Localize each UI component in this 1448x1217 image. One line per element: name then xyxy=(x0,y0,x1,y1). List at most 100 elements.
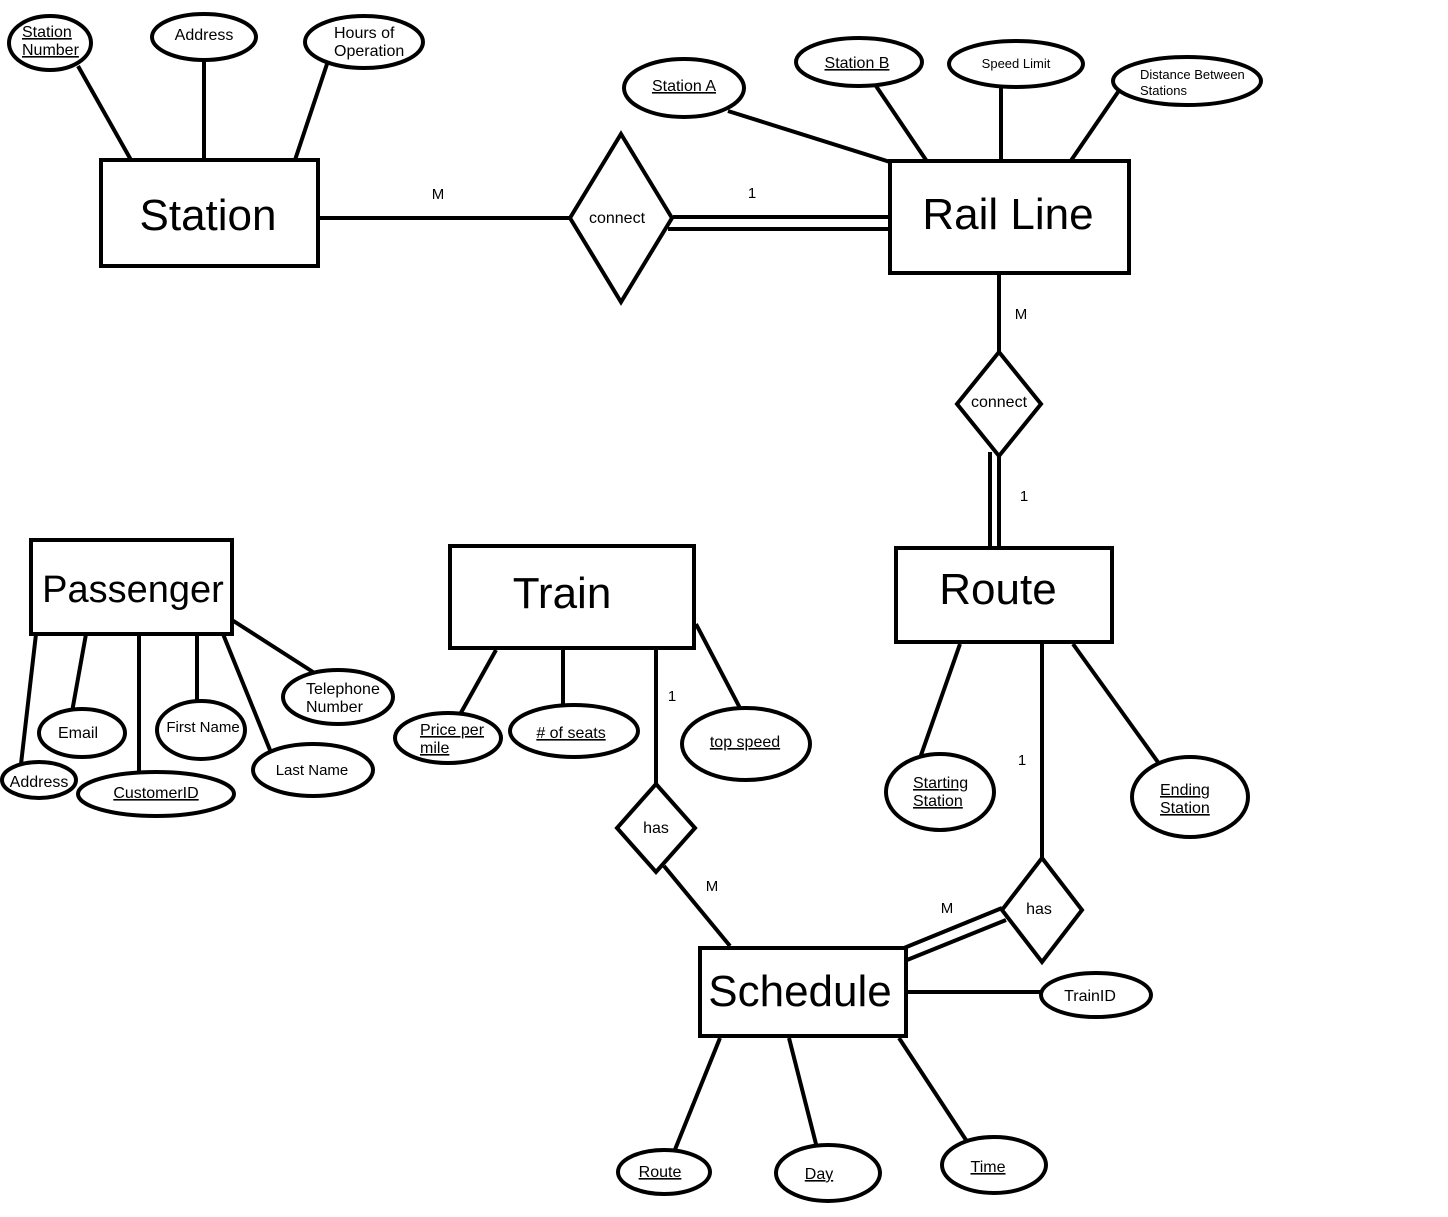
relationship-railline-route[interactable]: connect xyxy=(954,348,1044,460)
attr-last-name[interactable]: Last Name xyxy=(251,742,375,798)
attribute-label-line1: Telephone xyxy=(306,681,380,698)
attribute-oval xyxy=(947,39,1085,89)
attribute-label-line1: Distance Between xyxy=(1140,67,1245,82)
attribute-oval xyxy=(303,14,425,70)
entity-box xyxy=(29,538,234,636)
attribute-label: Last Name xyxy=(276,762,349,779)
attribute-label-line2: Number xyxy=(22,42,80,59)
relationship-label: has xyxy=(1026,901,1052,918)
attribute-label-line2: mile xyxy=(420,740,449,757)
entity-station[interactable]: Station xyxy=(99,158,320,268)
entity-box xyxy=(698,946,908,1038)
entity-passenger[interactable]: Passenger xyxy=(29,538,234,636)
attribute-label-line2: Operation xyxy=(334,43,404,60)
attribute-oval xyxy=(76,770,236,818)
attribute-oval xyxy=(1111,55,1263,107)
relationship-train-schedule[interactable]: has xyxy=(614,780,698,876)
attribute-label: CustomerID xyxy=(113,785,198,802)
attribute-oval xyxy=(0,760,78,800)
entity-box xyxy=(888,159,1131,275)
relationship-label: connect xyxy=(971,394,1028,411)
entity-label: Rail Line xyxy=(922,190,1093,239)
attr-schedule-time[interactable]: Time xyxy=(940,1135,1048,1195)
relationship-diamond xyxy=(954,348,1044,460)
attribute-label: TrainID xyxy=(1064,988,1116,1005)
attribute-oval xyxy=(616,1148,712,1196)
attr-top-speed[interactable]: top speed xyxy=(680,706,812,782)
cardinality-railline-connect: 1 xyxy=(748,185,756,202)
attribute-label: Station A xyxy=(652,78,716,95)
cardinality-schedule-has-train: M xyxy=(706,878,719,895)
attr-station-hours[interactable]: Hours of Operation xyxy=(303,14,425,70)
attr-ending-station[interactable]: Ending Station xyxy=(1130,755,1250,839)
attribute-oval xyxy=(794,36,924,88)
attribute-oval xyxy=(774,1143,882,1203)
attribute-label: First Name xyxy=(166,719,239,736)
attribute-oval xyxy=(1039,971,1153,1019)
entity-route[interactable]: Route xyxy=(894,546,1114,644)
attribute-label: Station B xyxy=(825,55,890,72)
attribute-label: Speed Limit xyxy=(982,56,1051,71)
attr-customer-id[interactable]: CustomerID xyxy=(76,770,236,818)
entity-box xyxy=(99,158,320,268)
attr-num-seats[interactable]: # of seats xyxy=(508,703,640,759)
attribute-oval xyxy=(680,706,812,782)
attr-speed-limit[interactable]: Speed Limit xyxy=(947,39,1085,89)
entity-schedule[interactable]: Schedule xyxy=(698,946,908,1038)
entity-train[interactable]: Train xyxy=(448,544,696,650)
relationship-station-railline[interactable]: connect xyxy=(567,130,675,306)
attribute-label: Email xyxy=(58,725,98,742)
attribute-oval xyxy=(7,14,93,72)
attr-schedule-day[interactable]: Day xyxy=(774,1143,882,1203)
entity-label: Schedule xyxy=(708,967,891,1016)
cardinality-route-has: 1 xyxy=(1018,752,1026,769)
relationship-label: has xyxy=(643,820,669,837)
connector-lines xyxy=(19,60,1162,1153)
entity-label: Train xyxy=(513,569,612,618)
attr-price-per-mile[interactable]: Price per mile xyxy=(393,711,503,765)
entity-label: Passenger xyxy=(42,569,224,611)
attr-schedule-route[interactable]: Route xyxy=(616,1148,712,1196)
attribute-oval xyxy=(508,703,640,759)
attr-email[interactable]: Email xyxy=(37,707,127,759)
cardinality-route-connect: 1 xyxy=(1020,488,1028,505)
cardinality-labels: M 1 M 1 1 M 1 M xyxy=(432,185,1028,917)
cardinality-schedule-has-route: M xyxy=(941,900,954,917)
attr-station-b[interactable]: Station B xyxy=(794,36,924,88)
entity-label: Station xyxy=(140,191,277,240)
attribute-oval xyxy=(37,707,127,759)
attribute-label: Route xyxy=(639,1164,682,1181)
attr-station-number[interactable]: Station Number xyxy=(7,14,93,72)
attribute-label: Address xyxy=(10,774,69,791)
attr-station-address[interactable]: Address xyxy=(150,12,258,62)
attr-first-name[interactable]: First Name xyxy=(155,699,247,761)
attribute-label-line2: Stations xyxy=(1140,83,1187,98)
attribute-label: Day xyxy=(805,1166,833,1183)
attribute-oval xyxy=(150,12,258,62)
relationship-route-schedule[interactable]: has xyxy=(999,854,1085,966)
relationship-diamond xyxy=(614,780,698,876)
attribute-label-line2: Station xyxy=(913,793,963,810)
entity-rail-line[interactable]: Rail Line xyxy=(888,159,1131,275)
cardinality-station-connect: M xyxy=(432,186,445,203)
attribute-oval xyxy=(393,711,503,765)
attr-station-a[interactable]: Station A xyxy=(622,57,746,119)
attribute-oval xyxy=(884,752,996,832)
attribute-oval xyxy=(251,742,375,798)
attr-distance[interactable]: Distance Between Stations xyxy=(1111,55,1263,107)
cardinality-train-has: 1 xyxy=(668,688,676,705)
attribute-oval xyxy=(622,57,746,119)
relationship-diamond xyxy=(999,854,1085,966)
relationship-diamond xyxy=(567,130,675,306)
entity-label: Route xyxy=(939,565,1056,614)
attr-starting-station[interactable]: Starting Station xyxy=(884,752,996,832)
attr-passenger-address[interactable]: Address xyxy=(0,760,78,800)
attribute-label-line1: Station xyxy=(22,24,72,41)
attr-train-id[interactable]: TrainID xyxy=(1039,971,1153,1019)
attribute-label-line1: Price per xyxy=(420,722,485,739)
attribute-label-line2: Number xyxy=(306,699,364,716)
attribute-oval xyxy=(281,668,395,726)
attr-telephone[interactable]: Telephone Number xyxy=(281,668,395,726)
attribute-label-line1: Ending xyxy=(1160,782,1210,799)
